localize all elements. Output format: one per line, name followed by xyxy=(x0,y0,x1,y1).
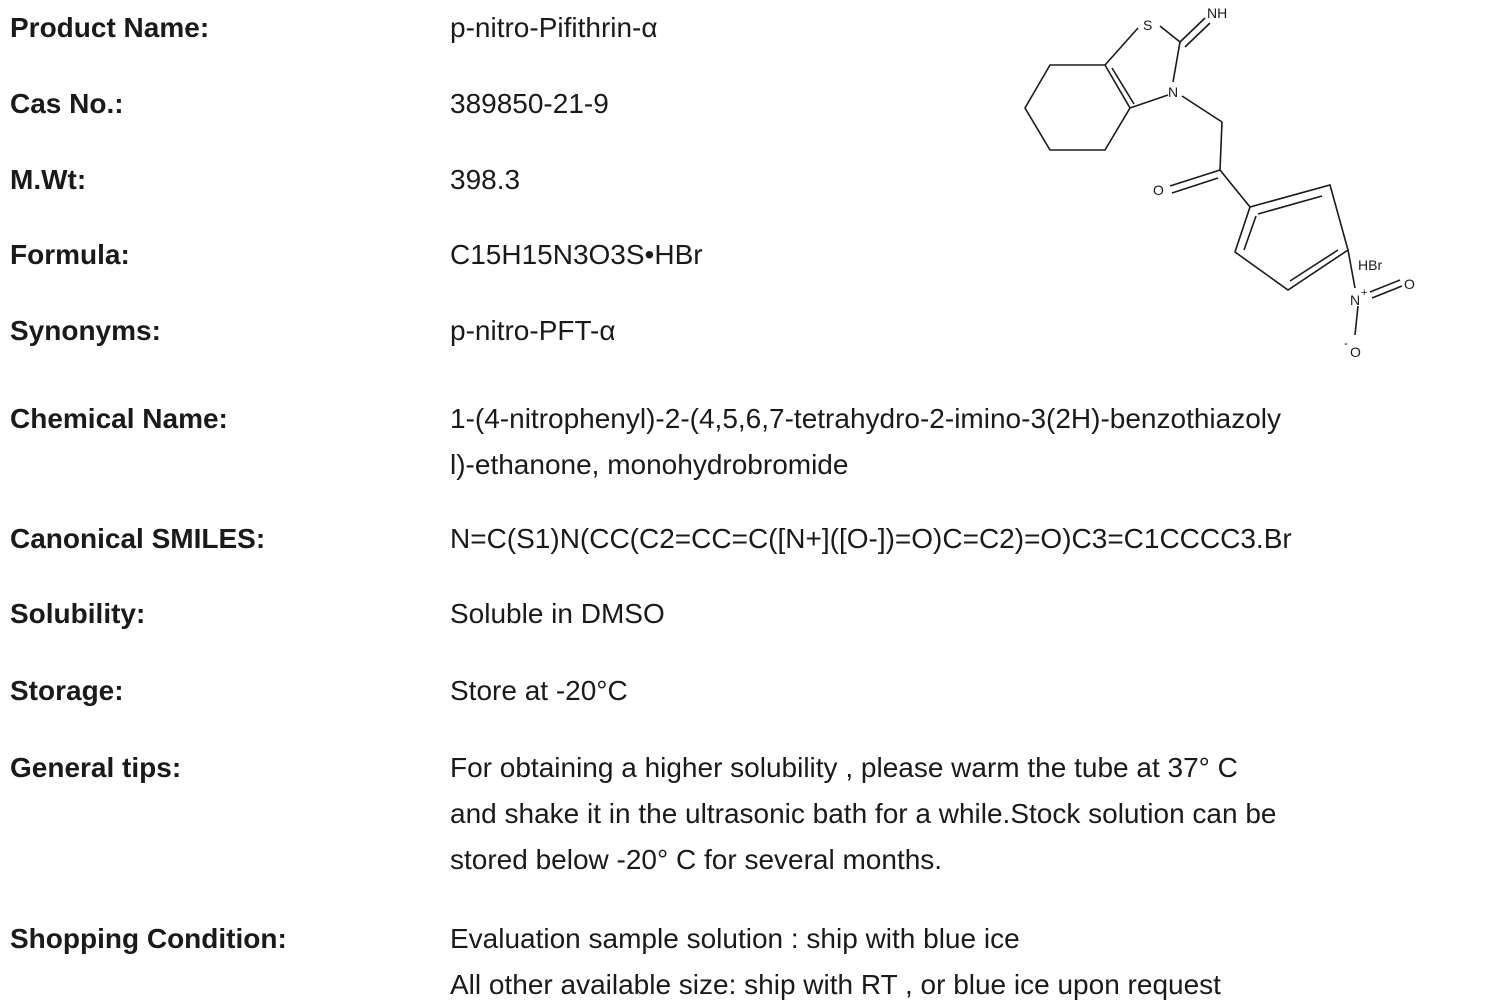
field-value-line: p-nitro-PFT-α xyxy=(450,315,616,346)
field-value-line: Store at -20°C xyxy=(450,675,628,706)
field-value: Evaluation sample solution : ship with b… xyxy=(450,916,1221,1008)
field-label: General tips: xyxy=(10,752,182,783)
field-value-line: l)-ethanone, monohydrobromide xyxy=(450,449,849,480)
field-value: p-nitro-Pifithrin-α xyxy=(450,5,658,51)
bond xyxy=(1172,41,1181,83)
bond xyxy=(1369,279,1401,293)
field-label: Storage: xyxy=(10,675,124,706)
bond xyxy=(1179,17,1206,43)
charge-plus: + xyxy=(1361,287,1367,299)
field-value-line: 398.3 xyxy=(450,164,521,195)
atom-label-nh: NH xyxy=(1207,5,1227,21)
field-label: Canonical SMILES: xyxy=(10,523,266,554)
field-value: Soluble in DMSO xyxy=(450,591,665,637)
benzene-ring xyxy=(1234,184,1349,291)
field-value-line: stored below -20° C for several months. xyxy=(450,844,943,875)
bond xyxy=(1219,169,1251,208)
atom-label-o-ketone: O xyxy=(1153,182,1164,198)
bond xyxy=(1219,121,1223,171)
field-value: 389850-21-9 xyxy=(450,81,609,127)
field-value: 398.3 xyxy=(450,157,520,203)
charge-minus: - xyxy=(1344,336,1348,350)
field-value-line: Soluble in DMSO xyxy=(450,598,665,629)
bond xyxy=(1111,67,1135,105)
field-label: Formula: xyxy=(10,239,130,270)
field-value-line: All other available size: ship with RT ,… xyxy=(450,969,1221,1000)
atom-label-o-nitro: O xyxy=(1404,276,1415,292)
field-label: Product Name: xyxy=(10,12,210,43)
bond xyxy=(1354,305,1359,336)
atom-label-hbr: HBr xyxy=(1358,257,1382,273)
bond xyxy=(1371,285,1403,299)
atom-label-n: N xyxy=(1168,84,1178,100)
field-value: p-nitro-PFT-α xyxy=(450,308,616,354)
bond xyxy=(1129,94,1169,109)
bond xyxy=(1181,95,1223,123)
field-value-line: and shake it in the ultrasonic bath for … xyxy=(450,798,1277,829)
bond xyxy=(1159,25,1181,43)
bond xyxy=(1171,177,1219,194)
field-label: Cas No.: xyxy=(10,88,124,119)
bond xyxy=(1257,195,1323,215)
field-label: Solubility: xyxy=(10,598,146,629)
bond xyxy=(1289,249,1339,282)
bond xyxy=(1184,22,1211,48)
field-value-line: C15H15N3O3S•HBr xyxy=(450,239,703,270)
field-value-line: 1-(4-nitrophenyl)-2-(4,5,6,7-tetrahydro-… xyxy=(450,403,1282,434)
field-value-line: 389850-21-9 xyxy=(450,88,609,119)
field-label: Shopping Condition: xyxy=(10,923,287,954)
atom-label-n-plus: N xyxy=(1350,292,1360,308)
field-value: C15H15N3O3S•HBr xyxy=(450,232,703,278)
chemical-structure-diagram: S NH N O HBr N + O - O xyxy=(1024,5,1415,360)
field-value: 1-(4-nitrophenyl)-2-(4,5,6,7-tetrahydro-… xyxy=(450,396,1281,488)
field-label: Synonyms: xyxy=(10,315,161,346)
field-value: For obtaining a higher solubility , plea… xyxy=(450,745,1277,883)
field-value-line: Evaluation sample solution : ship with b… xyxy=(450,923,1020,954)
field-label: M.Wt: xyxy=(10,164,87,195)
field-label: Chemical Name: xyxy=(10,403,228,434)
atom-label-s: S xyxy=(1143,17,1152,33)
field-value-line: p-nitro-Pifithrin-α xyxy=(450,12,658,43)
atom-label-o-minus: O xyxy=(1350,344,1361,360)
field-value-line: N=C(S1)N(CC(C2=CC=C([N+]([O-])=O)C=C2)=O… xyxy=(450,523,1292,554)
cyclohexane-ring xyxy=(1024,64,1131,151)
field-value-line: For obtaining a higher solubility , plea… xyxy=(450,752,1238,783)
field-value: N=C(S1)N(CC(C2=CC=C([N+]([O-])=O)C=C2)=O… xyxy=(450,516,1292,562)
bond xyxy=(1243,215,1257,251)
bond xyxy=(1104,27,1139,66)
field-value: Store at -20°C xyxy=(450,668,628,714)
bond xyxy=(1347,249,1356,289)
bond xyxy=(1169,169,1221,187)
